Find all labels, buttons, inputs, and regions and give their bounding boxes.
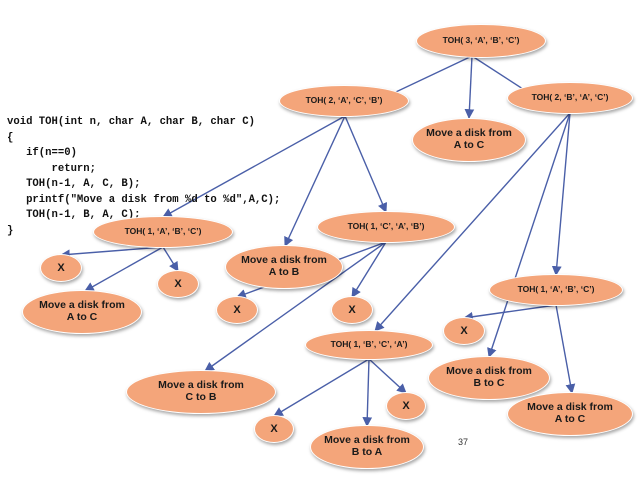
tree-edge-arrow [351, 241, 387, 298]
node-toh-1-cab: TOH( 1, ‘C’, ‘A’, ‘B’) [317, 211, 455, 243]
node-move-root-a-to-c: Move a disk from A to C [412, 118, 526, 162]
node-move-c-to-b: Move a disk from C to B [126, 370, 276, 414]
node-move-right-a-to-c: Move a disk from A to C [507, 392, 633, 436]
tree-edge-arrow [344, 115, 388, 213]
node-toh-1-bca: TOH( 1, ‘B’, ‘C’, ‘A’) [305, 330, 433, 360]
node-toh-2-bac: TOH( 2, ‘B’, ‘A’, ‘C’) [507, 82, 633, 114]
tree-edge-arrow [374, 112, 571, 332]
node-x-leaf: X [443, 317, 485, 345]
node-move-a-to-b: Move a disk from A to B [225, 245, 343, 289]
code-line: { [7, 131, 14, 144]
tree-edge-arrow [284, 115, 346, 247]
tree-edge-arrow [84, 246, 164, 292]
tree-edge-arrow [273, 358, 370, 417]
tree-edge-arrow [162, 115, 346, 218]
tree-edge-arrow [60, 246, 164, 260]
toh-code-block: void TOH(int n, char A, char B, char C) … [7, 115, 280, 239]
code-line: return; [7, 162, 97, 175]
node-x-leaf: X [331, 296, 373, 324]
code-line: printf("Move a disk from %d to %d",A,C); [7, 193, 281, 206]
tree-edge-arrow [162, 246, 179, 272]
code-line: TOH(n-1, B, A, C); [7, 209, 141, 221]
node-move-b-to-a: Move a disk from B to A [310, 425, 424, 469]
node-toh-1-abc-right: TOH( 1, ‘A’, ‘B’, ‘C’) [489, 274, 623, 306]
node-toh-1-abc-left: TOH( 1, ‘A’, ‘B’, ‘C’) [93, 216, 233, 248]
slide-number: 37 [458, 437, 469, 447]
code-line: if(n==0) [7, 147, 77, 159]
node-x-leaf: X [254, 415, 294, 443]
node-move-b-to-c: Move a disk from B to C [428, 356, 550, 400]
tree-edge-arrow [368, 358, 407, 394]
node-toh-3-abc: TOH( 3, ‘A’, ‘B’, ‘C’) [416, 24, 546, 58]
tree-edge-arrow [555, 304, 576, 394]
code-line: } [7, 224, 14, 237]
tree-edge-arrow [204, 241, 387, 372]
tree-edge-arrow [362, 358, 373, 427]
node-x-leaf: X [40, 254, 82, 282]
code-line: void TOH(int n, char A, char B, char C) [7, 116, 255, 128]
tree-edge-arrow [464, 55, 475, 119]
node-toh-2-acb: TOH( 2, ‘A’, ‘C’, ‘B’) [279, 85, 409, 117]
node-x-leaf: X [216, 296, 258, 324]
node-x-leaf: X [157, 270, 199, 298]
tree-edge-arrow [487, 112, 571, 358]
node-x-leaf: X [386, 392, 426, 420]
code-line: TOH(n-1, A, C, B); [7, 178, 141, 190]
tree-edge-arrow [463, 304, 557, 322]
node-move-leaf-a-to-c: Move a disk from A to C [22, 290, 142, 334]
tree-edges [60, 55, 576, 427]
tree-edge-arrow [551, 112, 571, 276]
